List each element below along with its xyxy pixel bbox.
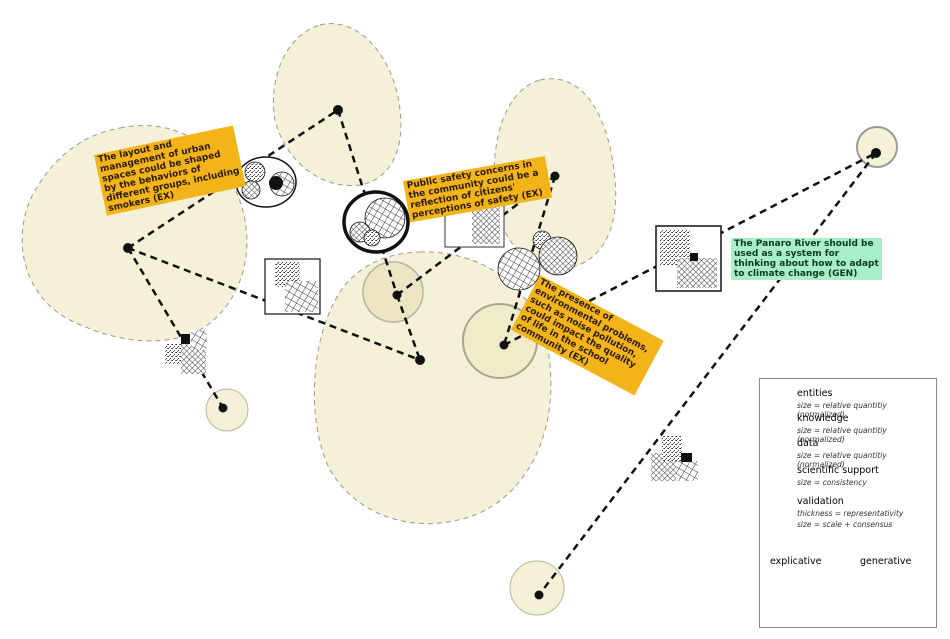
node <box>392 290 402 300</box>
legend-support: scientific support <box>797 465 879 476</box>
validation-circle <box>362 261 424 323</box>
validation-circle <box>856 126 898 168</box>
legend-data: data <box>797 438 819 449</box>
legend-explicative: explicative <box>770 556 822 567</box>
validation-circle <box>509 560 565 616</box>
node <box>534 590 544 600</box>
data-stack-lower <box>651 436 698 481</box>
node <box>123 243 133 253</box>
explicative-glyph-right <box>655 225 722 292</box>
legend-validation: validation <box>797 496 844 507</box>
nodes <box>123 105 881 600</box>
node <box>499 340 509 350</box>
explicative-glyph-mid <box>264 258 321 315</box>
validation-circles <box>205 126 898 616</box>
node <box>415 355 425 365</box>
legend-validation-sub1: thickness = representativity <box>797 509 904 518</box>
legend-knowledge: knowledge <box>797 413 849 424</box>
region-center <box>313 251 552 525</box>
legend-knowledge-sub: size = relative quantitiy (normalized) <box>797 426 887 444</box>
connection-line <box>538 152 877 596</box>
legend: entities size = relative quantitiy (norm… <box>759 378 937 628</box>
generative-glyph-left <box>235 156 297 208</box>
legend-generative: generative <box>860 556 912 567</box>
node <box>871 148 881 158</box>
generative-glyph-center <box>342 190 410 254</box>
data-stack-left <box>165 330 207 374</box>
node <box>333 105 343 115</box>
legend-data-sub: size = relative quantitiy (normalized) <box>797 451 887 469</box>
region-top <box>272 23 402 187</box>
legend-entities: entities <box>797 388 833 399</box>
node <box>218 403 228 413</box>
legend-entities-sub: size = relative quantitiy (normalized) <box>797 401 887 419</box>
label-gen-panaro-river: The Panaro River should be used as a sys… <box>731 238 882 280</box>
legend-validation-sub2: size = scale + consensus <box>797 520 893 529</box>
generative-glyph-right <box>497 230 578 291</box>
legend-support-sub: size = consistency <box>797 478 867 487</box>
node <box>550 171 560 181</box>
